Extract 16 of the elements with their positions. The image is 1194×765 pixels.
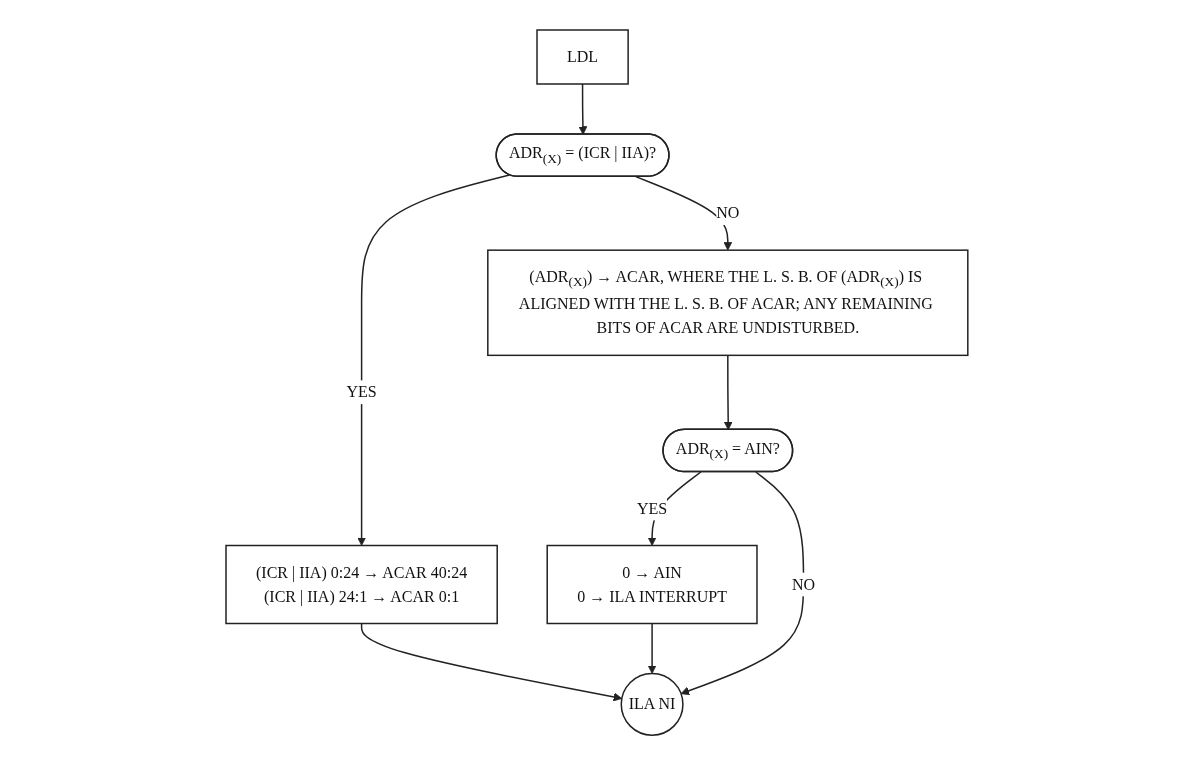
node-box: 0 → AIN 0 → ILA INTERRUPT (546, 544, 758, 625)
arrow (680, 471, 805, 695)
node-box: (ICR | IIA) 0:24 → ACAR 40:24 (ICR | IIA) 24:1 → ACAR 0:1 (225, 544, 499, 625)
node-box: (ADR$_{(X)}$) → ACAR, WHERE THE L. S. B. OF (ADR$_{(X)}$) IS ALIGNED WITH THE L. S. B. OF ACAR; ANY REMAINING BITS OF ACAR ARE UNDISTURBED. (487, 249, 969, 356)
arrow (635, 175, 733, 251)
edge-label: NO (716, 204, 740, 222)
arrow (357, 174, 511, 546)
arrow (578, 83, 588, 135)
arrow (360, 622, 623, 702)
arrow (723, 354, 733, 431)
node-box: LDL (536, 29, 629, 85)
edge-label: NO (792, 575, 816, 593)
edge-label: YES (637, 499, 668, 517)
edge-label: YES (346, 383, 377, 401)
node-circle: ILA NI (620, 672, 684, 736)
arrow (647, 622, 657, 674)
